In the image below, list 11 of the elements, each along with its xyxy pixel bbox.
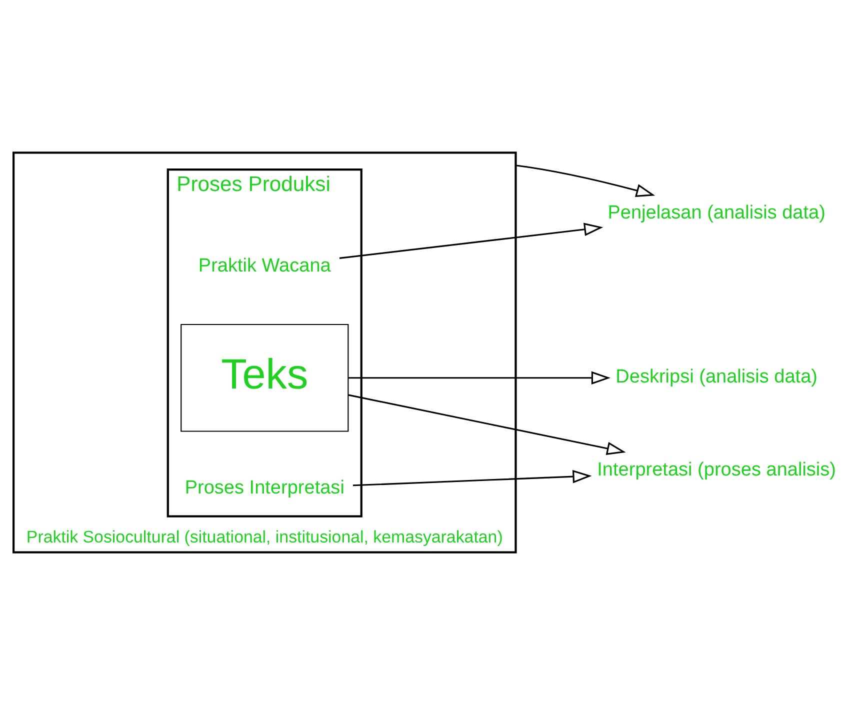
node-box: Teks — [180, 323, 348, 432]
arrow — [348, 370, 610, 384]
arrow — [338, 222, 603, 258]
node-text: Penjelasan (analisis data) — [607, 202, 825, 224]
arrow — [348, 394, 626, 455]
arrow — [515, 164, 655, 196]
node-text: Praktik Wacana — [198, 255, 330, 276]
arrow — [352, 469, 592, 486]
node-text: Interpretasi (proses analisis) — [596, 459, 836, 480]
node-text: Proses Interpretasi — [184, 477, 344, 498]
node-text: Deskripsi (analisis data) — [615, 366, 818, 388]
